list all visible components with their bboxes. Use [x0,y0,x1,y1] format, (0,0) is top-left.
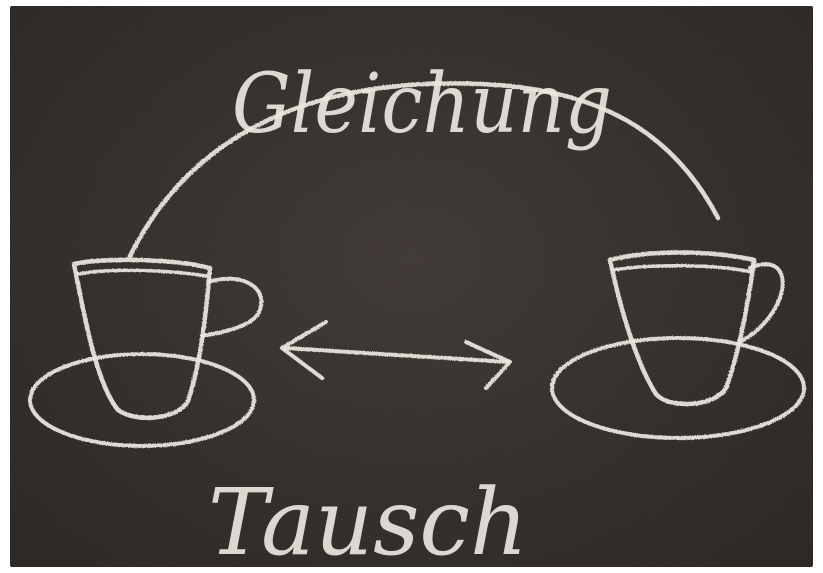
right-saucer [550,336,806,440]
left-cup-body [71,257,213,421]
left-cup-handle [200,276,264,338]
chalk-drawing: Gleichung Tausch [10,6,813,567]
right-cup [550,250,806,440]
relation-arc [127,81,721,259]
exchange-arrow [280,320,512,390]
right-cup-rim [612,264,754,274]
top-word: Gleichung [232,57,612,152]
left-saucer [28,352,256,448]
arrow-shaft [284,346,510,364]
board-texture [10,6,813,567]
right-cup-handle [738,262,785,344]
left-cup-rim [76,268,208,278]
right-cup-body [607,250,757,407]
arrow-head-left [280,320,328,380]
left-cup [28,257,264,448]
chalkboard: Gleichung Tausch [10,6,813,567]
arrow-head-right [464,340,512,390]
bottom-word: Tausch [208,469,528,567]
